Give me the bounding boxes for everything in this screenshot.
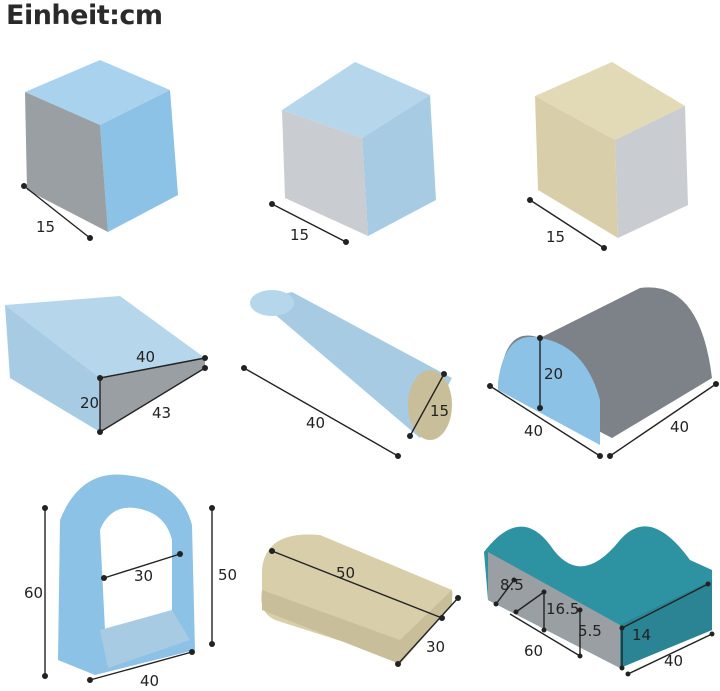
wedge: 40 20 43 <box>5 296 208 435</box>
arch-opening-dim: 30 <box>134 567 153 585</box>
half-round-height-dim: 20 <box>544 365 563 383</box>
cube-1-dim: 15 <box>36 218 55 236</box>
wedge-length-dim: 40 <box>136 348 155 366</box>
arch-width-dim: 40 <box>140 672 159 690</box>
wedge-height-dim: 20 <box>80 394 99 412</box>
cube-3-dim: 15 <box>546 228 565 246</box>
cylinder-diameter-dim: 15 <box>430 402 449 420</box>
cube-3: 15 <box>527 62 688 251</box>
cylinder: 40 15 <box>241 290 452 459</box>
cube-1: 15 <box>21 60 178 241</box>
round-mat: 50 30 <box>261 534 461 667</box>
wave-dim-a: 8.5 <box>500 576 524 594</box>
half-round-width-dim: 40 <box>524 422 543 440</box>
page-title: Einheit:cm <box>6 0 163 31</box>
wave-dim-b: 16.5 <box>546 600 579 618</box>
cube-2-dim: 15 <box>290 226 309 244</box>
cube-2: 15 <box>269 62 436 245</box>
round-mat-length-dim: 50 <box>336 564 355 582</box>
cylinder-length-dim: 40 <box>306 414 325 432</box>
arch-inner-height-dim: 50 <box>218 566 237 584</box>
round-mat-width-dim: 30 <box>426 638 445 656</box>
wedge-slope-dim: 43 <box>152 404 171 422</box>
arch: 60 30 50 40 <box>24 474 237 690</box>
wave-dim-e: 60 <box>524 642 543 660</box>
wave-dim-d: 14 <box>632 626 651 644</box>
wave-dim-c: 5.5 <box>578 622 602 640</box>
wave-dim-f: 40 <box>664 652 683 670</box>
half-round-length-dim: 40 <box>670 418 689 436</box>
arch-height-dim: 60 <box>24 584 43 602</box>
wave: 8.5 16.5 5.5 14 60 40 <box>484 526 715 677</box>
half-round: 20 40 40 <box>487 287 719 459</box>
